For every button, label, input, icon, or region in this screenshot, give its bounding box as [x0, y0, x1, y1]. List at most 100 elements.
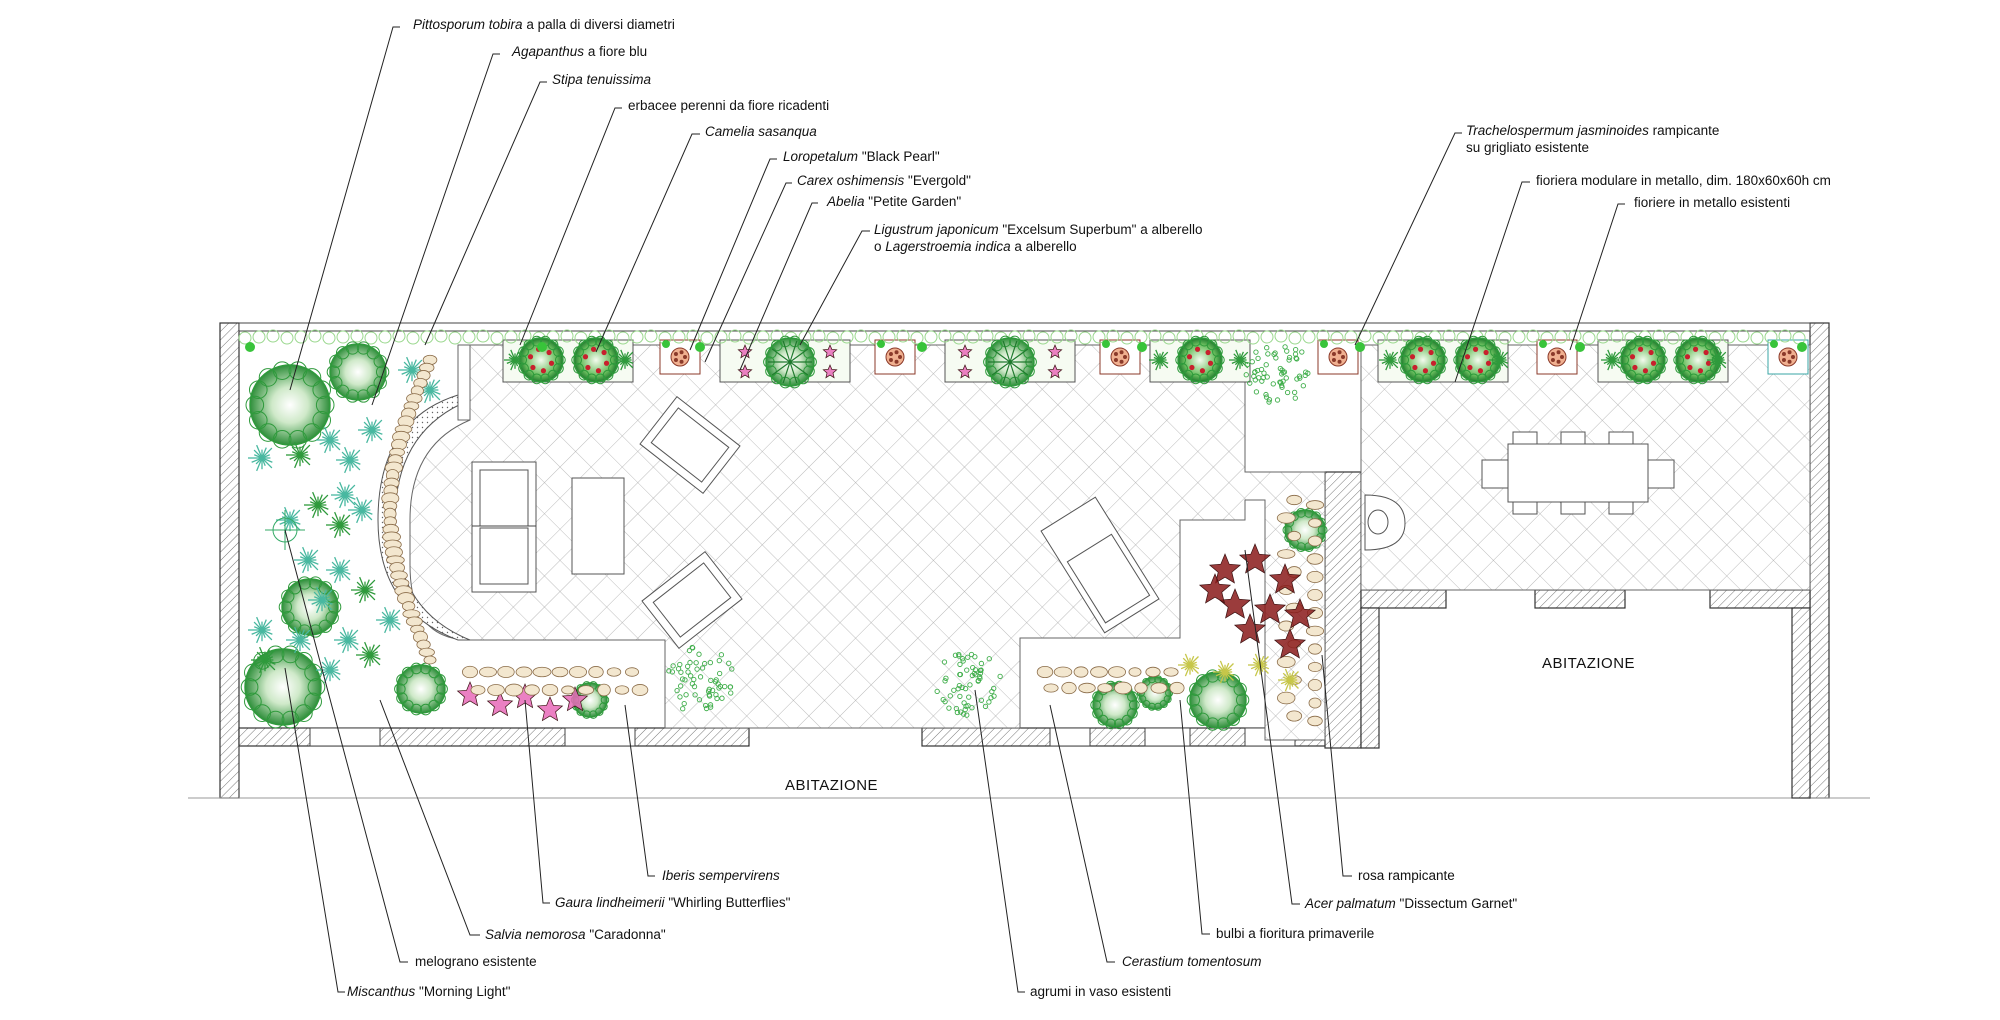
label-ligustrum: Ligustrum japonicum "Excelsum Superbum" … — [874, 222, 1203, 237]
label-agapanthus: Agapanthus a fiore blu — [511, 44, 647, 59]
right-wall — [1810, 323, 1829, 798]
label-acer: Acer palmatum "Dissectum Garnet" — [1304, 896, 1517, 911]
flower-edge-symbol — [1037, 666, 1053, 677]
shrub-symbol — [327, 342, 389, 402]
jasmine-leaf — [1275, 330, 1287, 342]
star-plant-symbol — [1200, 574, 1230, 603]
flower-edge-symbol — [1307, 571, 1323, 582]
star-plant-symbol — [1235, 614, 1265, 643]
flower-edge-symbol — [1079, 683, 1096, 693]
shrub-symbol — [1187, 670, 1249, 730]
flower-edge-symbol — [1164, 668, 1178, 676]
jasmine-leaf — [1723, 331, 1735, 343]
jasmine-leaf — [925, 331, 937, 343]
flower-edge-symbol — [419, 648, 434, 656]
flower-edge-symbol — [424, 656, 436, 664]
label-grigliato: su grigliato esistente — [1466, 140, 1589, 155]
jasmine-leaf — [1303, 331, 1315, 343]
flower-edge-symbol — [632, 684, 648, 695]
left-wall — [220, 323, 239, 798]
room-label-lower: ABITAZIONE — [785, 777, 878, 794]
marker-dot — [245, 342, 255, 352]
flower-edge-symbol — [1308, 662, 1321, 671]
grass-symbol — [358, 417, 382, 443]
dining-table — [1482, 432, 1674, 514]
shrub-symbol — [1399, 336, 1447, 383]
jasmine-leaf — [1079, 332, 1091, 344]
flower-edge-symbol — [498, 666, 515, 677]
jasmine-leaf — [1261, 331, 1273, 343]
flower-edge-symbol — [1129, 668, 1141, 677]
flower-edge-symbol — [615, 686, 628, 694]
label-fioriere-metallo: fioriere in metallo esistenti — [1634, 195, 1790, 210]
flower-edge-symbol — [1146, 667, 1160, 677]
jasmine-leaf — [491, 332, 503, 344]
flower-edge-symbol — [625, 668, 638, 677]
grass-symbol — [356, 642, 380, 668]
jasmine-leaf — [1247, 332, 1259, 344]
label-camelia: Camelia sasanqua — [705, 124, 817, 139]
jasmine-leaf — [351, 330, 363, 342]
jasmine-leaf — [323, 332, 335, 344]
flower-edge-symbol — [1098, 684, 1112, 693]
flower-edge-symbol — [403, 610, 420, 618]
right-room-wall-right — [1792, 608, 1810, 798]
right-room-wall-left — [1361, 608, 1379, 748]
jasmine-leaf — [309, 330, 321, 342]
jasmine-leaf — [253, 331, 265, 343]
shrub-symbol — [572, 336, 620, 383]
marker-dot — [695, 342, 705, 352]
marker-dot — [1355, 342, 1365, 352]
grass-symbol — [331, 482, 355, 508]
flower-edge-symbol — [1309, 519, 1322, 528]
label-abelia: Abelia "Petite Garden" — [826, 194, 961, 209]
grass-symbol — [1178, 654, 1199, 676]
star-plant-symbol — [1220, 589, 1250, 618]
label-stipa: Stipa tenuissima — [552, 72, 652, 87]
label-iberis: Iberis sempervirens — [662, 868, 780, 883]
flower-edge-symbol — [1277, 656, 1295, 667]
flower-edge-symbol — [1288, 531, 1301, 540]
flower-edge-symbol — [1062, 682, 1077, 693]
flower-edge-symbol — [479, 667, 496, 677]
jasmine-leaf — [701, 332, 713, 344]
shrub-symbol — [1619, 336, 1667, 383]
jasmine-leaf — [645, 330, 657, 342]
jasmine-leaf — [631, 331, 643, 343]
jasmine-leaf — [1583, 332, 1595, 344]
label-bulbi: bulbi a fioritura primaverile — [1216, 926, 1374, 941]
flower-edge-symbol — [569, 666, 586, 677]
grass-symbol — [326, 557, 350, 583]
flower-edge-symbol — [1308, 644, 1321, 654]
grass-symbol — [326, 512, 350, 538]
shrub-symbol — [395, 663, 448, 715]
flower-edge-symbol — [1307, 554, 1323, 565]
jasmine-leaf — [1527, 330, 1539, 342]
grass-symbol — [304, 492, 328, 518]
flower-edge-symbol — [1108, 667, 1125, 678]
flower-edge-symbol — [516, 667, 532, 677]
marker-dot — [1797, 342, 1807, 352]
marker-dot — [917, 342, 927, 352]
shrub-symbol — [279, 577, 341, 637]
flower-edge-symbol — [1277, 513, 1295, 523]
marker-dot — [537, 342, 547, 352]
partition-wall — [1325, 472, 1361, 748]
flower-edge-symbol — [402, 602, 414, 611]
grass-symbol — [294, 547, 318, 573]
jasmine-leaf — [435, 330, 447, 342]
flower-edge-symbol — [1287, 495, 1302, 504]
label-carex: Carex oshimensis "Evergold" — [797, 173, 971, 188]
shrub-symbol — [241, 646, 325, 728]
flower-edge-symbol — [598, 684, 611, 696]
label-melograno: melograno esistente — [415, 954, 537, 969]
jasmine-leaf — [1513, 331, 1525, 343]
jasmine-leaf — [281, 332, 293, 344]
jasmine-leaf — [477, 330, 489, 342]
jasmine-leaf — [1751, 332, 1763, 344]
shrub-symbol — [1176, 336, 1224, 383]
jasmine-leaf — [449, 332, 461, 344]
flower-edge-symbol — [525, 685, 540, 695]
label-erbacee: erbacee perenni da fiore ricadenti — [628, 98, 829, 113]
grass-symbol — [286, 442, 310, 468]
